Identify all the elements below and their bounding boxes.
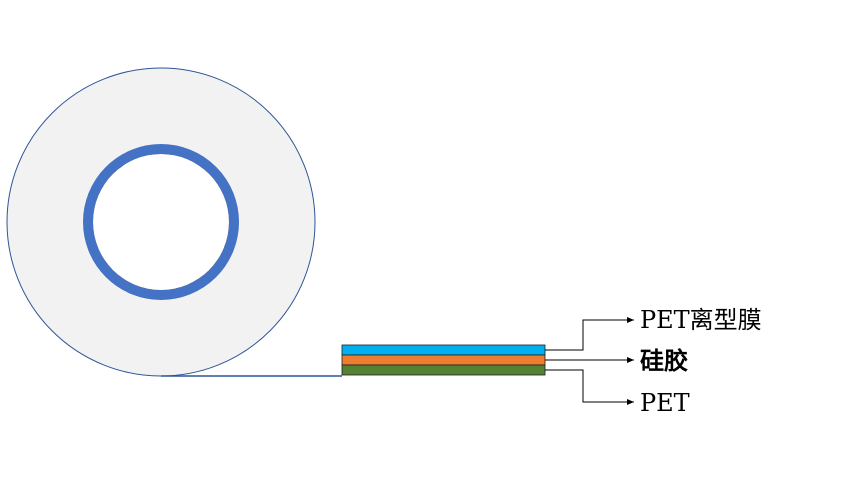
layer-pet [341, 364, 546, 376]
label-pet: PET [640, 389, 690, 417]
label-silicone: 硅胶 [640, 347, 688, 375]
tape-roll [6, 67, 316, 377]
connector-pet [545, 369, 634, 405]
tape-cross-section [341, 344, 546, 376]
layer-pet-release-film [341, 344, 546, 356]
connector-pet-release-film [545, 317, 634, 351]
label-connectors [545, 317, 634, 405]
label-pet-release-film: PET离型膜 [640, 306, 762, 334]
roll-core-hole [93, 154, 229, 290]
layer-silicone [341, 354, 546, 366]
